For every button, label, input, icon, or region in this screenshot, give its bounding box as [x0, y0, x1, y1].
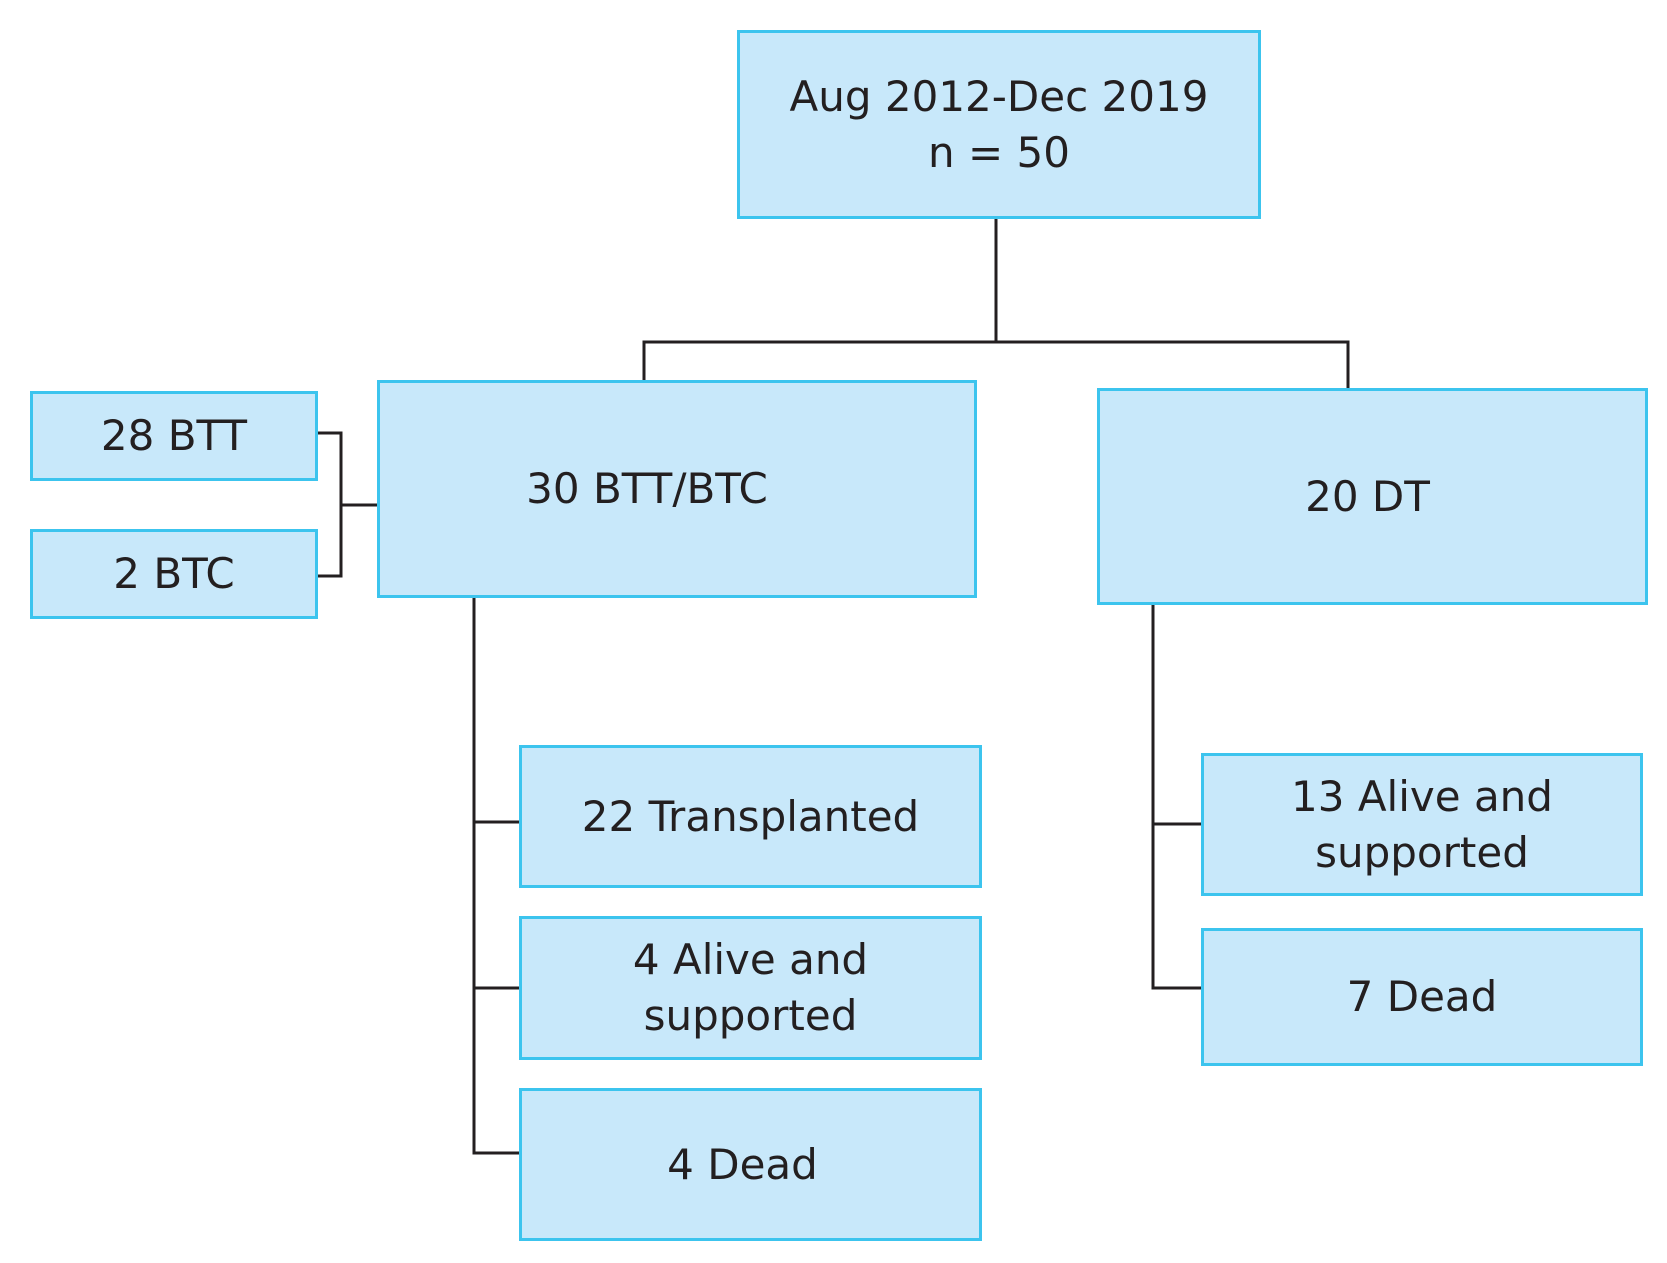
btt-box: 28 BTT: [30, 391, 318, 481]
root-count-label: n = 50: [928, 127, 1070, 177]
root-period-label: Aug 2012-Dec 2019: [789, 71, 1209, 121]
btt-dead-box: 4 Dead: [519, 1088, 982, 1241]
transplanted-label: 22 Transplanted: [581, 791, 920, 841]
dt-alive-label-line2: supported: [1315, 827, 1529, 877]
btt-dead-label: 4 Dead: [667, 1139, 818, 1189]
btt-label: 28 BTT: [100, 411, 248, 460]
dt-dead-label: 7 Dead: [1346, 972, 1498, 1021]
btc-box: 2 BTC: [30, 529, 318, 619]
btt-btc-group-box: 30 BTT/BTC: [377, 380, 977, 598]
dt-group-box: 20 DT: [1097, 388, 1648, 605]
dt-alive-label-line1: 13 Alive and: [1291, 771, 1553, 821]
btt-alive-label-line2: supported: [643, 991, 858, 1040]
root-box: Aug 2012-Dec 2019 n = 50: [737, 30, 1261, 219]
dt-alive-supported-box: 13 Alive and supported: [1201, 753, 1643, 896]
btt-alive-label-line1: 4 Alive and: [632, 935, 869, 984]
btt-alive-supported-box: 4 Alive and supported: [519, 916, 982, 1060]
dt-dead-box: 7 Dead: [1201, 928, 1643, 1066]
transplanted-box: 22 Transplanted: [519, 745, 982, 888]
btt-btc-group-label: 30 BTT/BTC: [526, 464, 768, 513]
dt-group-label: 20 DT: [1305, 471, 1430, 521]
btc-label: 2 BTC: [113, 549, 235, 598]
